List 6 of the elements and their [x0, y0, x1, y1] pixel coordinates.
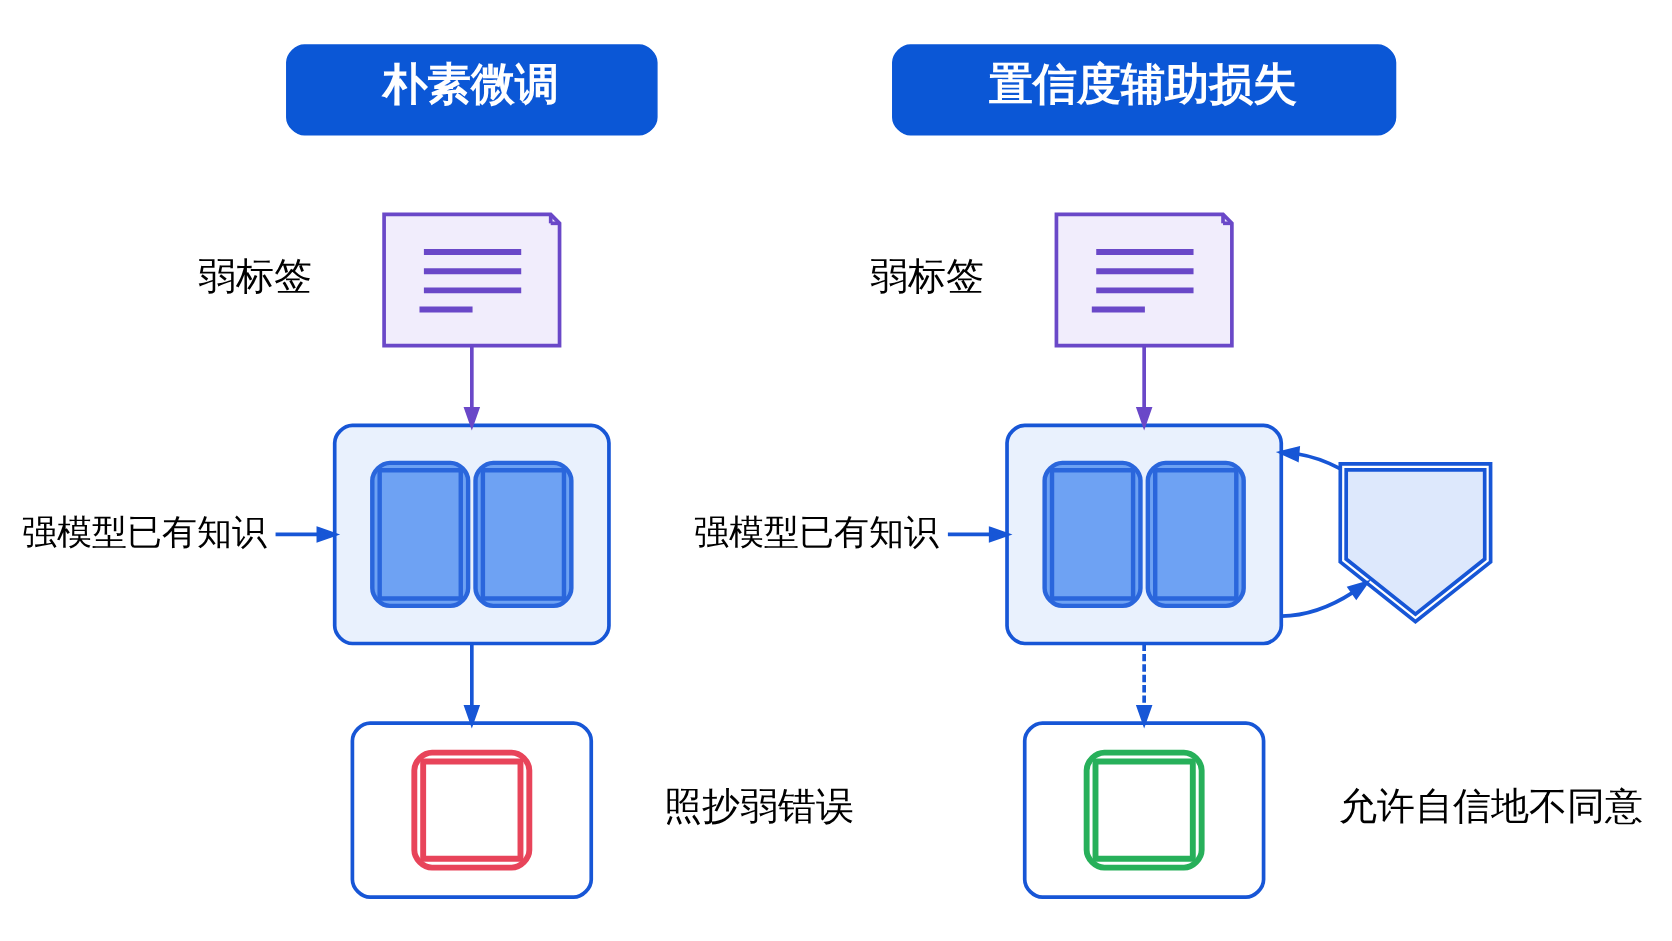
node-text: 强模型已有知识 — [694, 510, 940, 552]
node-label: 照抄弱错误 — [664, 782, 855, 828]
node-label: 弱标签 — [198, 252, 313, 298]
node-text: 强模型已有知识 — [22, 510, 268, 552]
node-label: 弱标签 — [870, 252, 985, 298]
node-label: 允许自信地不同意 — [1338, 782, 1643, 828]
